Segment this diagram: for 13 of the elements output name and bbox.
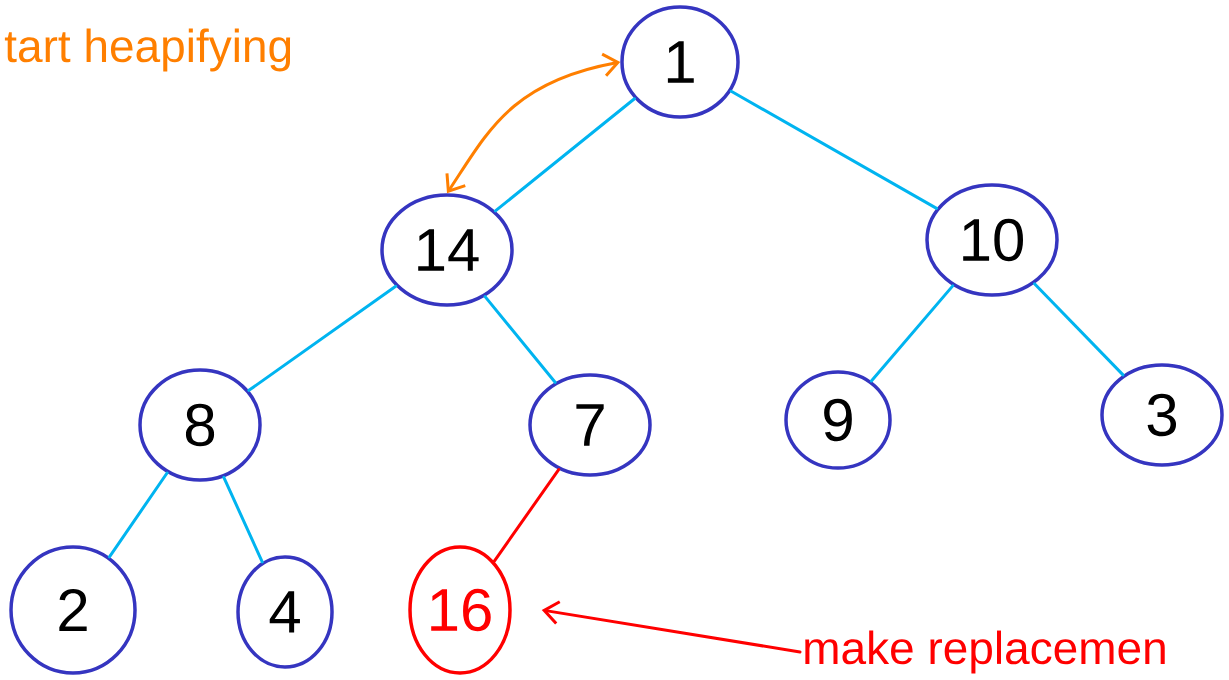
double-arrow [445, 52, 621, 194]
tree-edge [483, 295, 557, 384]
tree-edge [1033, 282, 1125, 377]
arrow [541, 600, 802, 654]
tree-edge [869, 284, 955, 383]
tree-edge [247, 284, 398, 392]
tree-edge [492, 468, 561, 563]
tree-edge [107, 471, 169, 559]
tree-edge [222, 475, 264, 564]
tree-edge [493, 97, 636, 213]
annotation-text: tart heapifying [4, 28, 291, 72]
tree-edge [729, 89, 939, 210]
annotation-text: make replacemen [805, 630, 1165, 674]
